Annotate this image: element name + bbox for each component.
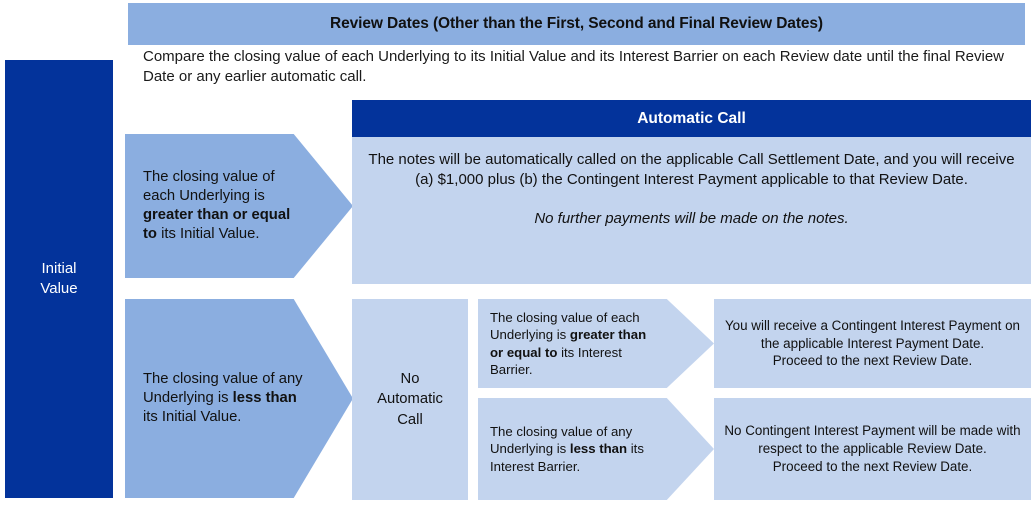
automatic-call-body: The notes will be automatically called o… [352, 137, 1031, 284]
branch1-condition-pre: The closing value of each Underlying is [490, 309, 640, 343]
review-dates-subtitle: Compare the closing value of each Underl… [143, 48, 1005, 85]
row1-condition-pre: The closing value of each Underlying is [143, 168, 275, 204]
branch2-condition-text: The closing value of any Underlying is l… [490, 398, 655, 500]
branch2-outcome-box: No Contingent Interest Payment will be m… [714, 398, 1031, 500]
automatic-call-note: No further payments will be made on the … [534, 209, 849, 227]
automatic-call-body-text: The notes will be automatically called o… [368, 151, 1015, 188]
initial-value-line-1: Initial [41, 259, 77, 277]
row2-condition-bold: less than [232, 389, 297, 406]
branch1-outcome-text: You will receive a Contingent Interest P… [724, 317, 1020, 369]
branch2-condition-bold: less than [569, 441, 628, 457]
branch1-condition-arrow [478, 299, 714, 388]
row2-condition-pre: The closing value of any Underlying is [143, 370, 303, 406]
no-automatic-call-line-3: Call [397, 411, 423, 428]
row1-condition-text: The closing value of each Underlying is … [143, 139, 303, 273]
automatic-call-header: Automatic Call [352, 100, 1031, 137]
no-automatic-call-box: No Automatic Call [352, 299, 468, 500]
branch2-condition-post: its Interest Barrier. [490, 441, 644, 474]
branch2-condition-arrow [478, 398, 714, 500]
branch1-outcome-box: You will receive a Contingent Interest P… [714, 299, 1031, 388]
initial-value-bar: Initial Value [5, 60, 113, 498]
row2-condition-post: its Initial Value. [143, 409, 242, 426]
branch2-condition-pre: The closing value of any Underlying is [490, 423, 633, 457]
review-dates-header: Review Dates (Other than the First, Seco… [128, 3, 1025, 45]
branch1-condition-bold: greater than or equal to [490, 327, 647, 360]
branch1-condition-text: The closing value of each Underlying is … [490, 299, 655, 388]
row1-condition-post: its Initial Value. [156, 226, 260, 243]
row2-condition-text: The closing value of any Underlying is l… [143, 299, 303, 498]
branch2-outcome-text: No Contingent Interest Payment will be m… [724, 423, 1021, 474]
initial-value-line-2: Value [40, 280, 78, 297]
branch1-condition-post: its Interest Barrier. [490, 344, 622, 377]
row1-condition-bold: greater than or equal to [143, 207, 291, 243]
no-automatic-call-line-1: No [400, 370, 420, 387]
no-automatic-call-line-2: Automatic [377, 391, 443, 408]
